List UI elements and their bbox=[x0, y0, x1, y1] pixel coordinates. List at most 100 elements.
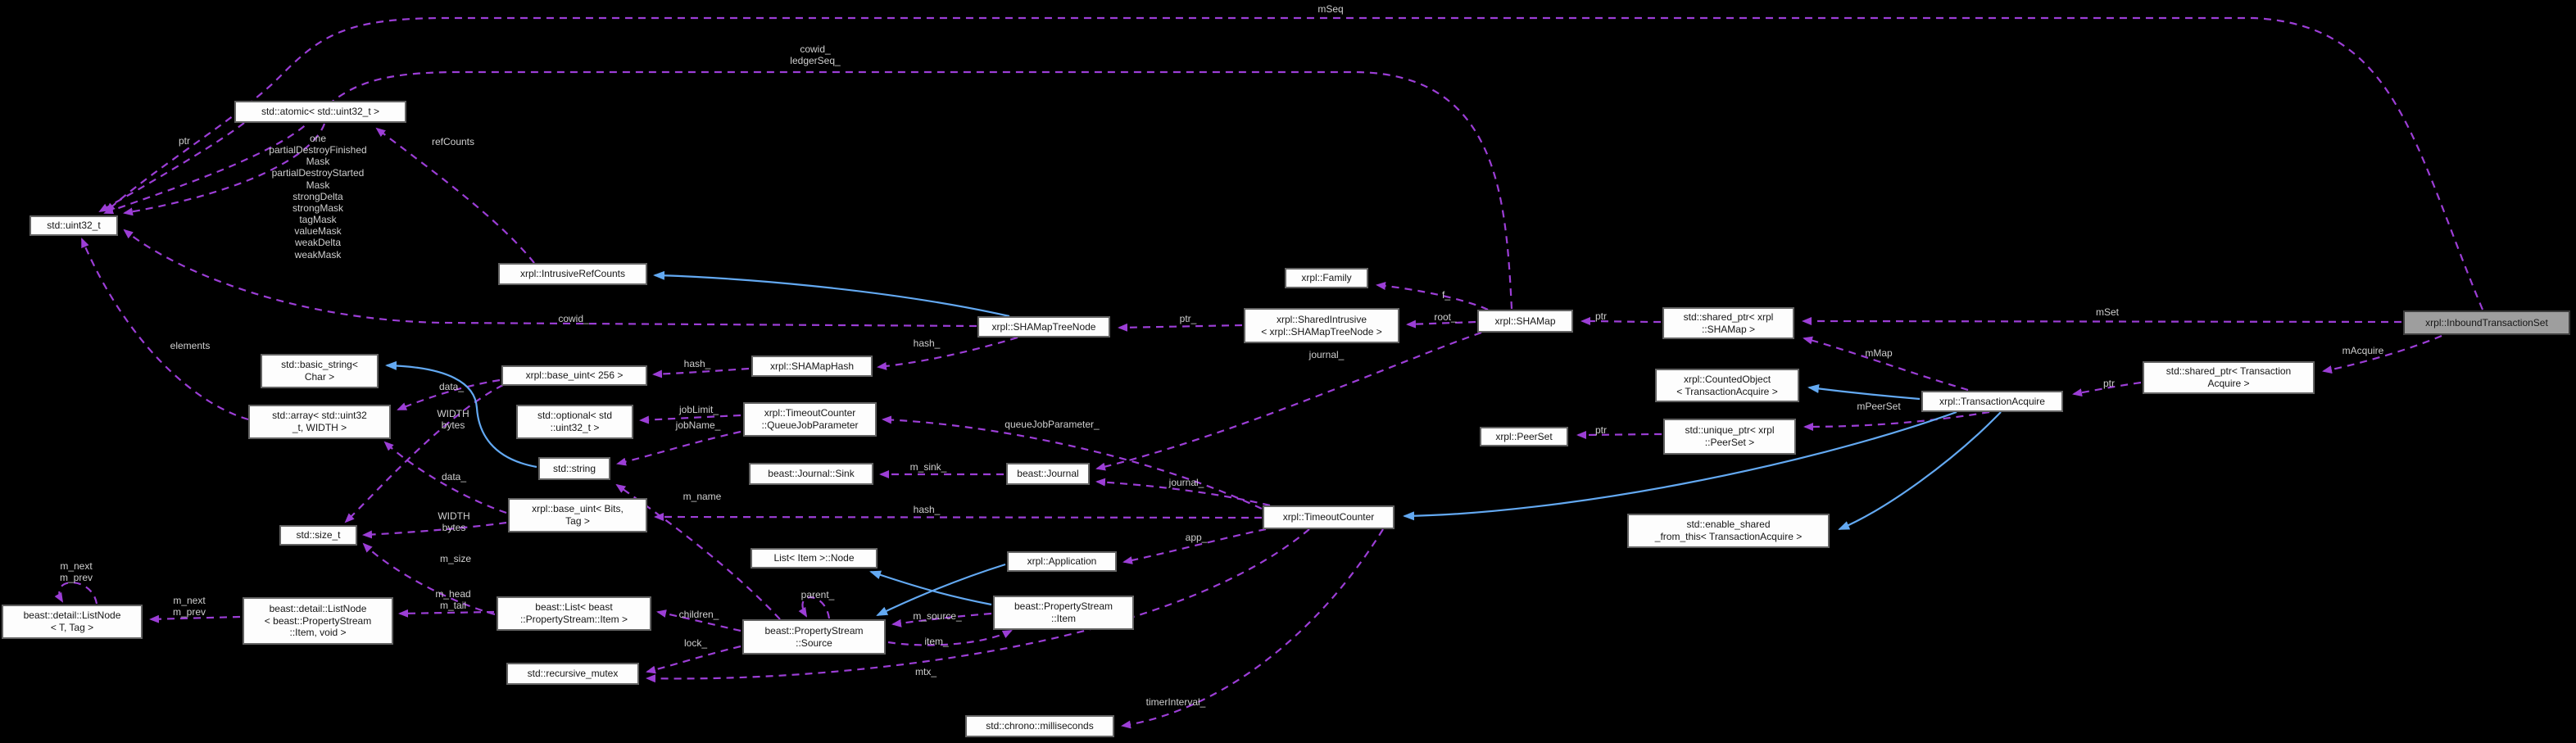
class-node-xrpl-timeoutcounter[interactable]: xrpl::TimeoutCounter bbox=[1263, 505, 1395, 529]
class-node-xrpl-shamaphash[interactable]: xrpl::SHAMapHash bbox=[751, 356, 873, 377]
edge-label-msink: m_sink_ bbox=[909, 461, 947, 473]
edge-label-widthbytes-b: WIDTH bytes bbox=[438, 510, 470, 534]
class-node-std-recursive-mutex[interactable]: std::recursive_mutex bbox=[506, 663, 639, 685]
edge-inherit-application-source bbox=[876, 563, 1006, 616]
edge-label-data-a: data_ bbox=[438, 381, 465, 392]
class-node-xrpl-peerset[interactable]: xrpl::PeerSet bbox=[1480, 427, 1568, 446]
edge-cowid-ledgerseq bbox=[103, 70, 1513, 310]
edge-label-mnext-mprev-a: m_next m_prev bbox=[59, 560, 93, 584]
class-node-beast-journal-sink[interactable]: beast::Journal::Sink bbox=[749, 463, 873, 485]
class-node-std-shared-ptr-transactionacquire[interactable]: std::shared_ptr< Transaction Acquire > bbox=[2143, 361, 2315, 394]
class-node-std-basic-string[interactable]: std::basic_string< Char > bbox=[261, 354, 379, 388]
class-node-std-shared-ptr-shamap[interactable]: std::shared_ptr< xrpl ::SHAMap > bbox=[1662, 307, 1794, 339]
edge-label-mmap: mMap bbox=[1865, 347, 1893, 359]
edge-label-data-b: data_ bbox=[441, 471, 467, 482]
edge-listnode-selfloop bbox=[54, 582, 98, 605]
edge-label-root: root_ bbox=[1434, 311, 1457, 323]
class-node-std-array[interactable]: std::array< std::uint32 _t, WIDTH > bbox=[248, 405, 391, 439]
edge-inherit-string-basicstring bbox=[385, 360, 537, 469]
edge-label-ptr-atomic: ptr bbox=[178, 135, 191, 147]
class-node-std-chrono-milliseconds[interactable]: std::chrono::milliseconds bbox=[965, 715, 1114, 737]
class-node-xrpl-sharedintrusive-shamaptreenode[interactable]: xrpl::SharedIntrusive < xrpl::SHAMapTree… bbox=[1244, 308, 1399, 343]
class-node-xrpl-inboundtransactionset[interactable]: xrpl::InboundTransactionSet bbox=[2403, 310, 2570, 335]
edge-ptr-uppeerset bbox=[1576, 430, 1662, 439]
edge-label-joblimit: jobLimit_ bbox=[678, 404, 719, 415]
edge-label-mseq: mSeq bbox=[1317, 3, 1344, 15]
edge-label-elements: elements bbox=[170, 340, 211, 351]
edge-mpeerset bbox=[1803, 410, 1990, 431]
edge-label-journal-b: journal_ bbox=[1308, 349, 1345, 360]
class-node-xrpl-intrusiverefcounts[interactable]: xrpl::IntrusiveRefCounts bbox=[498, 263, 647, 285]
class-node-beast-propertystream-source[interactable]: beast::PropertyStream ::Source bbox=[742, 619, 886, 655]
class-node-xrpl-timeoutcounter-queuejobparameter[interactable]: xrpl::TimeoutCounter ::QueueJobParameter bbox=[743, 402, 877, 437]
class-node-std-unique-ptr-peerset[interactable]: std::unique_ptr< xrpl ::PeerSet > bbox=[1663, 419, 1796, 455]
edge-ptr-spshamap bbox=[1581, 317, 1662, 326]
edge-label-widthbytes-a: WIDTH bytes bbox=[437, 408, 469, 432]
edge-label-children: children_ bbox=[678, 609, 719, 620]
edge-label-jobname: jobName_ bbox=[675, 419, 721, 431]
edge-widthbytes-baseuint256 bbox=[344, 384, 504, 523]
class-node-std-size-t[interactable]: std::size_t bbox=[279, 525, 357, 546]
edge-inherit-ta-counted bbox=[1807, 384, 1921, 401]
edge-widthbytes-baseuintbits bbox=[362, 521, 507, 539]
edge-label-ptr-shamap: ptr bbox=[1594, 310, 1608, 322]
edge-children bbox=[656, 609, 742, 632]
edge-label-mset: mSet bbox=[2095, 306, 2120, 318]
edge-label-refcounts: refCounts bbox=[431, 136, 475, 147]
edge-label-app: app_ bbox=[1185, 532, 1208, 543]
edge-label-mname: m_name bbox=[683, 491, 722, 502]
edge-label-mnext-mprev-b: m_next m_prev bbox=[172, 595, 206, 618]
edge-label-mpeerset: mPeerSet bbox=[1857, 401, 1901, 412]
edge-mtx bbox=[646, 528, 1310, 683]
edge-label-hash-b: hash_ bbox=[913, 338, 941, 349]
edge-label-msource: m_source_ bbox=[913, 610, 962, 622]
class-node-xrpl-base-uint-bits-tag[interactable]: xrpl::base_uint< Bits, Tag > bbox=[508, 498, 647, 532]
edge-inherit-ta-timeout bbox=[1403, 410, 1957, 521]
edge-label-timerinterval: timerInterval_ bbox=[1145, 696, 1206, 708]
edge-lock bbox=[646, 645, 742, 674]
edge-label-journal-a: journal_ bbox=[1168, 477, 1204, 488]
class-node-xrpl-shamap[interactable]: xrpl::SHAMap bbox=[1477, 310, 1573, 333]
class-node-xrpl-countedobject-transactionacquire[interactable]: xrpl::CountedObject < TransactionAcquire… bbox=[1655, 369, 1799, 402]
edge-app bbox=[1122, 528, 1267, 564]
class-node-xrpl-application[interactable]: xrpl::Application bbox=[1007, 551, 1117, 572]
edge-label-ptr-treenode: ptr_ bbox=[1179, 313, 1197, 324]
edge-root bbox=[1406, 319, 1476, 328]
edge-label-lock: lock_ bbox=[683, 637, 708, 649]
edge-label-mtx: mtx_ bbox=[914, 666, 937, 677]
class-node-xrpl-base-uint-256[interactable]: xrpl::base_uint< 256 > bbox=[501, 365, 647, 386]
class-node-beast-detail-listnode-t-tag[interactable]: beast::detail::ListNode < T, Tag > bbox=[2, 605, 143, 639]
class-node-std-enable-shared-from-this[interactable]: std::enable_shared _from_this< Transacti… bbox=[1627, 514, 1830, 548]
class-node-xrpl-family[interactable]: xrpl::Family bbox=[1285, 268, 1368, 288]
class-node-std-uint32-t[interactable]: std::uint32_t bbox=[29, 215, 118, 236]
class-node-std-optional-uint32-t[interactable]: std::optional< std ::uint32_t > bbox=[516, 405, 633, 439]
edge-hash-treenode bbox=[877, 336, 1018, 370]
edge-cowid-treenode bbox=[123, 229, 977, 328]
edge-msource bbox=[891, 612, 992, 627]
edge-label-cowid-ledgerseq: cowid_ ledgerSeq_ bbox=[790, 43, 841, 67]
class-node-xrpl-transactionacquire[interactable]: xrpl::TransactionAcquire bbox=[1921, 391, 2063, 412]
edge-label-macquire: mAcquire bbox=[2342, 345, 2384, 356]
class-node-xrpl-shamaptreenode[interactable]: xrpl::SHAMapTreeNode bbox=[977, 316, 1110, 338]
edge-mset bbox=[1802, 317, 2402, 326]
edge-refcounts bbox=[375, 127, 535, 264]
class-node-beast-journal[interactable]: beast::Journal bbox=[1006, 463, 1090, 485]
edge-label-hash-a: hash_ bbox=[683, 358, 711, 369]
edge-f bbox=[1376, 282, 1489, 310]
class-node-list-item-node[interactable]: List< Item >::Node bbox=[751, 548, 878, 569]
edge-ptr-atomic-uint32 bbox=[98, 122, 245, 212]
edge-label-f: f_ bbox=[1441, 289, 1451, 301]
class-node-std-string[interactable]: std::string bbox=[538, 457, 610, 480]
class-node-beast-propertystream-item[interactable]: beast::PropertyStream ::Item bbox=[993, 596, 1134, 630]
edge-ptr-sharedintrusive bbox=[1118, 323, 1243, 332]
edge-masks-atomic-uint32 bbox=[123, 123, 326, 216]
edge-mnext-mprev bbox=[149, 614, 241, 623]
edge-elements bbox=[80, 238, 249, 421]
edge-label-atomic-masks: one partialDestroyFinished Mask partialD… bbox=[269, 133, 367, 261]
class-node-beast-list-propertystream-item[interactable]: beast::List< beast ::PropertyStream::Ite… bbox=[497, 596, 651, 631]
class-node-beast-detail-listnode-item-void[interactable]: beast::detail::ListNode < beast::Propert… bbox=[243, 597, 393, 645]
edge-parent-selfloop bbox=[798, 596, 831, 619]
class-node-std-atomic-uint32-t[interactable]: std::atomic< std::uint32_t > bbox=[234, 101, 406, 123]
edge-data-baseuint256 bbox=[397, 378, 501, 411]
